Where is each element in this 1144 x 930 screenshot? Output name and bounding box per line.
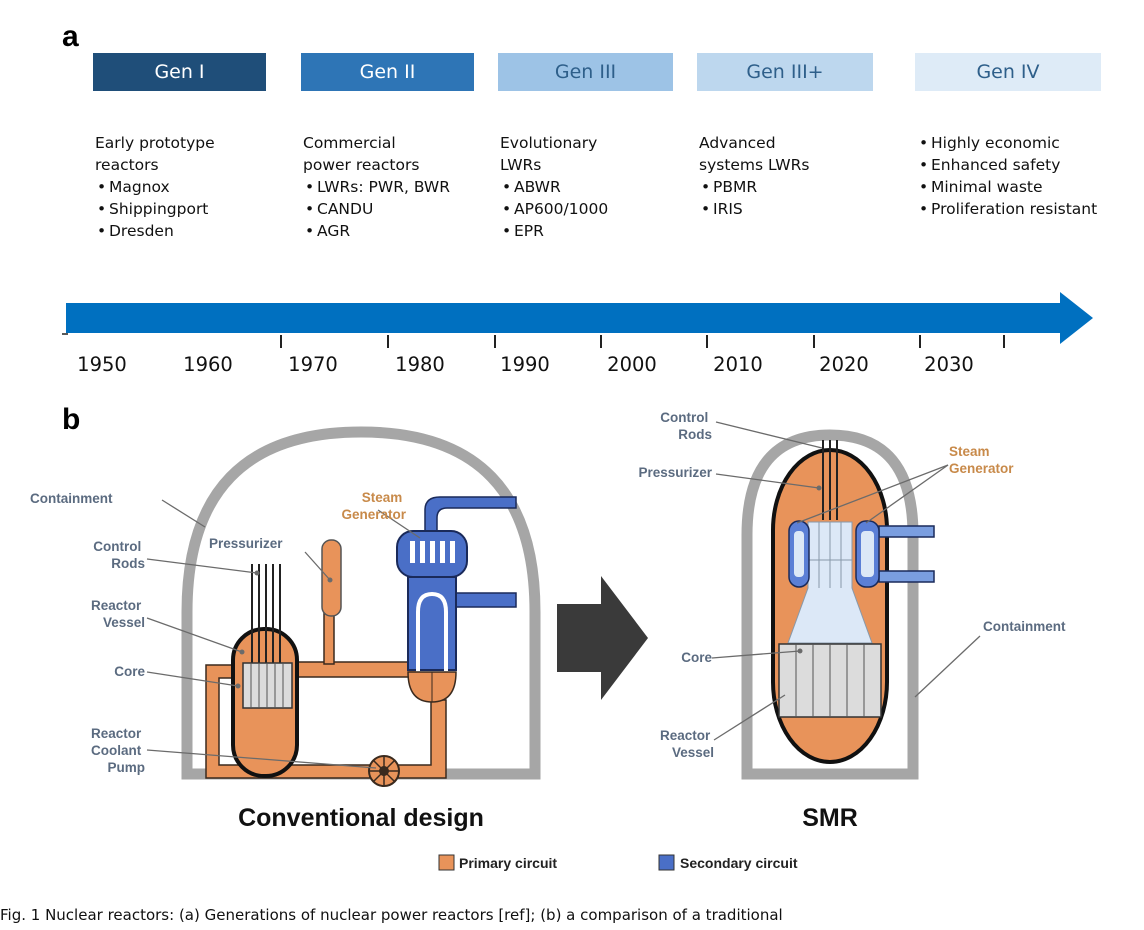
smr-steam-generators [788,520,935,588]
smr-design: Control Rods Pressurizer Steam Generator… [638,410,1066,832]
gen-item: EPR [500,220,695,242]
label-pressurizer: Pressurizer [209,536,283,551]
gen-item: Minimal waste [917,176,1112,198]
legend-primary-swatch [438,854,455,871]
gen-heading-line: power reactors [303,156,420,174]
gen-item: Shippingport [95,198,290,220]
smr-control-rods [822,440,838,520]
gen-item: Dresden [95,220,290,242]
conventional-steam-generator [396,496,517,703]
gen-heading-line: LWRs [500,156,542,174]
year-label: 1990 [500,353,550,376]
gen-items-list: PBMRIRIS [699,176,894,220]
timeline-arrow [62,292,1093,344]
smr-label-control-rods: Control Rods [660,410,712,442]
year-label: 2020 [819,353,869,376]
gen-item: LWRs: PWR, BWR [303,176,463,198]
gen-box-1: Gen I [93,53,266,91]
gen-description-4: Advanced systems LWRsPBMRIRIS [699,132,894,220]
smr-label-core: Core [681,650,712,665]
conventional-design: Containment Control Rods Reactor Vessel … [30,426,541,832]
conventional-title: Conventional design [238,804,484,832]
year-tick [813,335,815,348]
smr-label-containment: Containment [983,619,1066,634]
gen-items-list: Highly economicEnhanced safetyMinimal wa… [917,132,1112,220]
year-label: 1980 [395,353,445,376]
year-tick [919,335,921,348]
conventional-core [242,662,293,709]
year-label: 1970 [288,353,338,376]
gen-box-4: Gen III+ [697,53,873,91]
conventional-callout-dots [235,570,333,689]
gen-box-2: Gen II [301,53,474,91]
timeline-arrow-shape [66,292,1093,344]
label-containment: Containment [30,491,113,506]
year-tick [706,335,708,348]
year-label: 1960 [183,353,233,376]
panel-a-letter: a [62,20,79,53]
gen-box-5: Gen IV [915,53,1101,91]
gen-item: Enhanced safety [917,154,1112,176]
gen-item: Highly economic [917,132,1112,154]
smr-callout-lines [711,421,981,741]
gen-heading-line: systems LWRs [699,156,810,174]
reactor-diagram: Containment Control Rods Reactor Vessel … [30,410,1066,871]
label-reactor-vessel: Reactor Vessel [91,598,145,630]
gen-box-3: Gen III [498,53,673,91]
year-label: 2010 [713,353,763,376]
legend-primary-label: Primary circuit [459,855,557,871]
gen-items-list: MagnoxShippingportDresden [95,176,290,242]
gen-heading-line: Early prototype [95,134,215,152]
year-tick [600,335,602,348]
gen-item: PBMR [699,176,894,198]
year-label: 1950 [77,353,127,376]
comparison-arrow [557,576,648,700]
gen-description-2: Commercial power reactorsLWRs: PWR, BWRCA… [303,132,463,242]
gen-description-1: Early prototype reactorsMagnoxShippingpor… [95,132,290,242]
gen-heading-line: Evolutionary [500,134,598,152]
label-control-rods: Control Rods [93,539,145,571]
smr-title: SMR [802,804,858,832]
year-tick [387,335,389,348]
year-tick [1003,335,1005,348]
conventional-callout-lines [146,499,421,769]
year-label: 2030 [924,353,974,376]
gen-item: Magnox [95,176,290,198]
smr-core [778,643,882,718]
gen-item: AP600/1000 [500,198,695,220]
smr-label-steam-generator: Steam Generator [949,444,1014,476]
smr-label-reactor-vessel: Reactor Vessel [660,728,714,760]
year-tick [280,335,282,348]
gen-item: CANDU [303,198,463,220]
gen-item: AGR [303,220,463,242]
legend: Primary circuit Secondary circuit [438,854,798,871]
gen-heading-line: Commercial [303,134,396,152]
legend-secondary-label: Secondary circuit [680,855,798,871]
gen-heading-line: reactors [95,156,159,174]
smr-label-pressurizer: Pressurizer [638,465,712,480]
figure-caption: Fig. 1 Nuclear reactors: (a) Generations… [0,906,783,924]
conventional-containment [181,426,541,780]
legend-secondary-swatch [658,854,675,871]
gen-heading-line: Advanced [699,134,776,152]
gen-items-list: ABWRAP600/1000EPR [500,176,695,242]
year-label: 2000 [607,353,657,376]
gen-item: Proliferation resistant [917,198,1112,220]
conventional-coolant-pump [368,755,400,787]
year-tick [494,335,496,348]
panel-b-letter: b [62,403,81,436]
label-core: Core [114,664,145,679]
smr-containment [741,429,919,780]
label-coolant-pump: Reactor Coolant Pump [91,726,145,775]
gen-description-3: EvolutionaryLWRsABWRAP600/1000EPR [500,132,695,242]
label-steam-generator: Steam Generator [341,490,406,522]
gen-item: IRIS [699,198,894,220]
gen-item: ABWR [500,176,695,198]
gen-description-5: Highly economicEnhanced safetyMinimal wa… [917,132,1112,220]
gen-items-list: LWRs: PWR, BWRCANDUAGR [303,176,463,242]
